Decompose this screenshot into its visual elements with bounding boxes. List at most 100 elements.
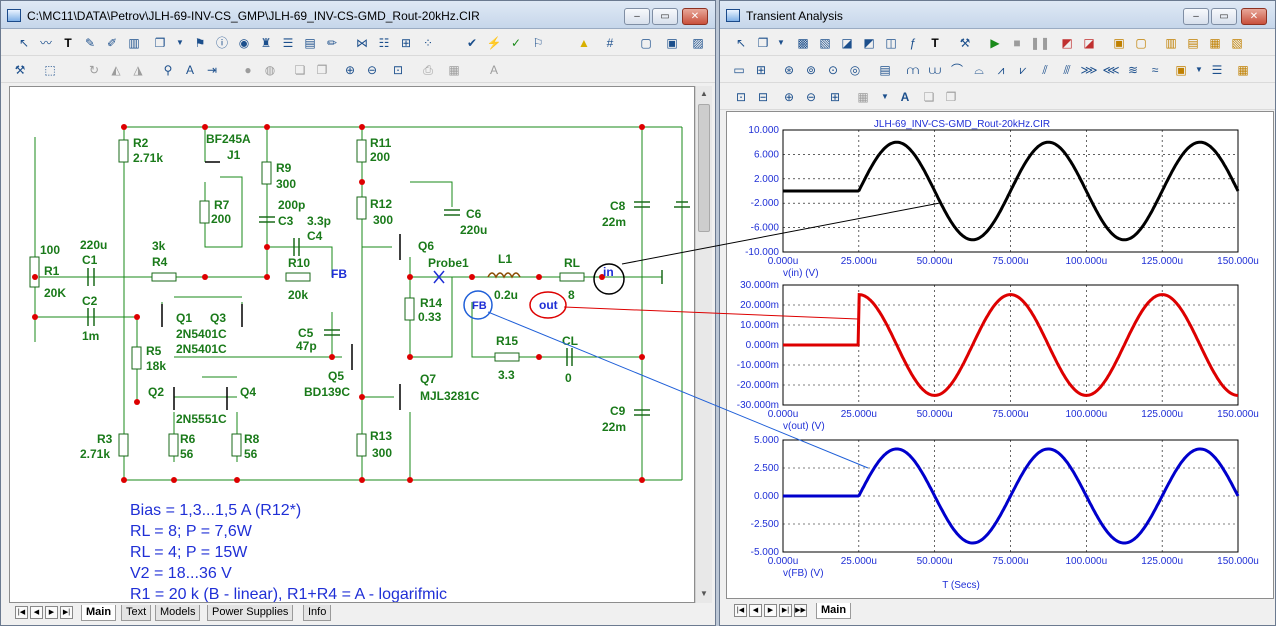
next-page-icon[interactable]: ▶ bbox=[764, 604, 777, 617]
text-a-icon[interactable]: A bbox=[185, 63, 194, 77]
graph5-icon[interactable]: ◫ bbox=[885, 36, 897, 50]
wave9-icon[interactable]: ⋙ bbox=[1080, 63, 1098, 77]
run-icon[interactable]: ▶ bbox=[990, 36, 1000, 50]
camera-icon[interactable]: ◉ bbox=[238, 36, 250, 50]
cursor4-icon[interactable]: ◎ bbox=[849, 63, 861, 77]
check-icon[interactable]: ✔ bbox=[466, 36, 478, 50]
stop-icon[interactable]: ■ bbox=[1013, 36, 1021, 50]
wave6-icon[interactable]: ⩗ bbox=[1019, 63, 1027, 77]
stack-icon[interactable]: ❏ bbox=[923, 90, 935, 104]
pin-icon[interactable]: ⊞ bbox=[400, 36, 412, 50]
box-select-icon[interactable]: ⬚ bbox=[44, 63, 56, 77]
dropdown-icon[interactable]: ▼ bbox=[881, 92, 889, 101]
minimize-button[interactable]: – bbox=[1183, 8, 1209, 25]
frame2-icon[interactable]: ▢ bbox=[1135, 36, 1147, 50]
tab-models[interactable]: Models bbox=[155, 605, 201, 621]
plot-canvas[interactable]: JLH-69_INV-CS-GMD_Rout-20kHz.CIR T (Secs… bbox=[726, 111, 1274, 599]
frame6-icon[interactable]: ▧ bbox=[1231, 36, 1243, 50]
frame5-icon[interactable]: ▦ bbox=[1209, 36, 1221, 50]
text-tool-icon[interactable]: T bbox=[931, 36, 939, 50]
save-icon[interactable]: ▦ bbox=[1237, 63, 1249, 77]
last-page-icon[interactable]: ▶| bbox=[60, 606, 73, 619]
page2-icon[interactable]: ▣ bbox=[666, 36, 678, 50]
warning-icon[interactable]: ▲ bbox=[578, 36, 590, 50]
minimize-button[interactable]: – bbox=[624, 8, 650, 25]
pause-icon[interactable]: ◍ bbox=[264, 63, 276, 77]
text-tool-icon[interactable]: T bbox=[64, 36, 72, 50]
edit-icon[interactable]: ✏ bbox=[326, 36, 338, 50]
close-button[interactable]: ✕ bbox=[682, 8, 708, 25]
scroll-up-arrow-icon[interactable]: ▲ bbox=[700, 89, 708, 98]
cursor2-icon[interactable]: ⊚ bbox=[805, 63, 817, 77]
close-button[interactable]: ✕ bbox=[1241, 8, 1267, 25]
copy-icon[interactable]: ❐ bbox=[154, 36, 166, 50]
wave3-icon[interactable]: ⌒ bbox=[950, 63, 963, 77]
scroll-thumb[interactable] bbox=[698, 104, 710, 232]
first-page-icon[interactable]: |◀ bbox=[734, 604, 747, 617]
maximize-button[interactable]: ▭ bbox=[652, 8, 678, 25]
frame3-icon[interactable]: ▥ bbox=[1165, 36, 1177, 50]
select-arrow-icon[interactable]: ↖ bbox=[18, 36, 30, 50]
wave10-icon[interactable]: ⋘ bbox=[1102, 63, 1120, 77]
chart-red2-icon[interactable]: ◪ bbox=[1083, 36, 1095, 50]
zoom-out-icon[interactable]: ⊖ bbox=[366, 63, 378, 77]
schematic-canvas[interactable]: 100 R1 20K R2 2.71k R3 2.71k 3k R4 R5 18… bbox=[9, 86, 695, 603]
graph2-icon[interactable]: ▧ bbox=[819, 36, 831, 50]
cursor-icon[interactable]: ⊛ bbox=[783, 63, 795, 77]
stack2-icon[interactable]: ❐ bbox=[316, 63, 328, 77]
maximize-button[interactable]: ▭ bbox=[1211, 8, 1237, 25]
wave5-icon[interactable]: ⩘ bbox=[997, 63, 1005, 77]
tab-info[interactable]: Info bbox=[303, 605, 332, 621]
component-icon[interactable]: ▥ bbox=[128, 36, 140, 50]
wave4-icon[interactable]: ⌓ bbox=[974, 63, 984, 77]
grid-dots-icon[interactable]: ⁘ bbox=[422, 36, 434, 50]
grid-icon[interactable]: # bbox=[606, 36, 614, 50]
last-page-icon[interactable]: ▶| bbox=[779, 604, 792, 617]
copy-icon[interactable]: ❐ bbox=[757, 36, 769, 50]
graph4-icon[interactable]: ◩ bbox=[863, 36, 875, 50]
tree-icon[interactable]: ♜ bbox=[260, 36, 272, 50]
stack2-icon[interactable]: ❐ bbox=[945, 90, 957, 104]
netlist-icon[interactable]: ☷ bbox=[378, 36, 390, 50]
tab-main[interactable]: Main bbox=[816, 603, 852, 619]
list-icon[interactable]: ☰ bbox=[1211, 63, 1223, 77]
check2-icon[interactable]: ✓ bbox=[510, 36, 522, 50]
wave-icon[interactable]: ⩋ bbox=[906, 63, 920, 77]
zoom-fit-icon[interactable]: ⊡ bbox=[392, 63, 404, 77]
page-icon[interactable]: ▢ bbox=[640, 36, 652, 50]
rotate-icon[interactable]: ↻ bbox=[88, 63, 100, 77]
schematic-vscrollbar[interactable]: ▲ ▼ bbox=[695, 86, 712, 603]
find-icon[interactable]: ⚲ bbox=[163, 63, 173, 77]
font-icon[interactable]: A bbox=[900, 90, 910, 104]
zoom-out-icon[interactable]: ⊖ bbox=[805, 90, 817, 104]
chart-red-icon[interactable]: ◩ bbox=[1061, 36, 1073, 50]
wave7-icon[interactable]: ⫽ bbox=[1042, 63, 1048, 77]
table-icon[interactable]: ▤ bbox=[304, 36, 316, 50]
scroll-down-arrow-icon[interactable]: ▼ bbox=[700, 589, 708, 598]
flip-h-icon[interactable]: ◭ bbox=[111, 63, 121, 77]
stop-icon[interactable]: ● bbox=[244, 63, 252, 77]
wave2-icon[interactable]: ⩊ bbox=[928, 63, 942, 77]
graph3-icon[interactable]: ◪ bbox=[841, 36, 853, 50]
last2-page-icon[interactable]: ▶▶ bbox=[794, 604, 807, 617]
print-icon[interactable]: ⎙ bbox=[423, 63, 433, 77]
pause-icon[interactable]: ❚❚ bbox=[1030, 36, 1051, 50]
first-page-icon[interactable]: |◀ bbox=[15, 606, 28, 619]
clipboard-icon[interactable]: ▣ bbox=[1175, 63, 1187, 77]
dropdown-icon[interactable]: ▼ bbox=[1195, 65, 1203, 74]
cursor3-icon[interactable]: ⊙ bbox=[827, 63, 839, 77]
props-icon[interactable]: ▤ bbox=[879, 63, 891, 77]
bolt-icon[interactable]: ⚡ bbox=[486, 36, 502, 50]
font-icon[interactable]: A bbox=[489, 63, 498, 77]
frame-icon[interactable]: ▣ bbox=[1113, 36, 1125, 50]
tab-power-supplies[interactable]: Power Supplies bbox=[207, 605, 294, 621]
node-icon[interactable]: ⋈ bbox=[356, 36, 368, 50]
dropdown-icon[interactable]: ▼ bbox=[777, 38, 785, 47]
stack-icon[interactable]: ❏ bbox=[294, 63, 306, 77]
layout2-icon[interactable]: ⊞ bbox=[755, 63, 767, 77]
wave8-icon[interactable]: ⫻ bbox=[1063, 63, 1071, 77]
prev-page-icon[interactable]: ◀ bbox=[749, 604, 762, 617]
list-icon[interactable]: ☰ bbox=[282, 36, 294, 50]
frame4-icon[interactable]: ▤ bbox=[1187, 36, 1199, 50]
wrench-icon[interactable]: ⚒ bbox=[14, 63, 26, 77]
